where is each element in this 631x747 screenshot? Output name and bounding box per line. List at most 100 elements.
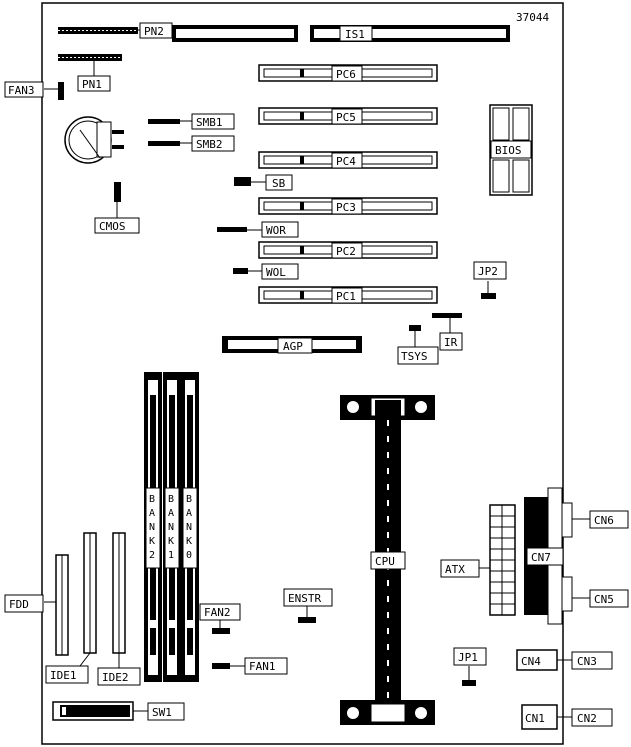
svg-text:PC5: PC5 [336, 111, 356, 124]
svg-text:B: B [168, 494, 174, 505]
label-pc2: PC2 [331, 242, 363, 259]
battery [64, 116, 124, 164]
svg-text:PC1: PC1 [336, 290, 356, 303]
label-pc6: PC6 [331, 65, 363, 82]
jp1-jumper [462, 680, 476, 686]
svg-text:CMOS: CMOS [99, 220, 126, 233]
svg-text:2: 2 [149, 550, 155, 561]
svg-text:N: N [186, 522, 192, 533]
label-cpu: CPU [370, 551, 406, 570]
memory-banks [144, 372, 199, 682]
fdd-connector [55, 554, 69, 656]
label-cn5: CN5 [589, 589, 629, 608]
svg-text:FAN2: FAN2 [204, 606, 231, 619]
svg-text:IDE1: IDE1 [50, 669, 77, 682]
label-is1: IS1 [339, 25, 373, 42]
label-cn6: CN6 [589, 510, 629, 529]
svg-text:1: 1 [168, 550, 174, 561]
svg-text:CN1: CN1 [525, 712, 545, 725]
svg-text:CN5: CN5 [594, 593, 614, 606]
label-cn1: CN1 [525, 712, 545, 725]
svg-text:IR: IR [444, 336, 458, 349]
label-cn4: CN4 [521, 655, 541, 668]
label-enstr: ENSTR [283, 588, 333, 607]
label-sw1: SW1 [147, 702, 185, 721]
label-smb2: SMB2 [191, 135, 235, 152]
svg-text:K: K [186, 536, 192, 547]
label-cn7: CN7 [526, 547, 564, 566]
svg-text:FAN3: FAN3 [8, 84, 35, 97]
enstr-header [298, 617, 316, 623]
label-jp2: JP2 [473, 261, 507, 280]
ir-header [432, 313, 462, 318]
figure-id: 37044 [516, 11, 549, 24]
svg-text:IDE2: IDE2 [102, 671, 129, 684]
label-fdd: FDD [4, 594, 44, 613]
wol-header [233, 268, 248, 274]
sb-jumper [234, 177, 251, 186]
svg-text:CPU: CPU [375, 555, 395, 568]
label-fan2: FAN2 [199, 603, 241, 621]
svg-text:CN2: CN2 [577, 712, 597, 725]
svg-text:N: N [168, 522, 174, 533]
svg-text:WOL: WOL [266, 266, 286, 279]
sw1-switch [52, 701, 134, 721]
svg-text:A: A [186, 508, 192, 519]
fan3-header [58, 82, 64, 100]
svg-text:K: K [149, 536, 155, 547]
atx-connector [489, 504, 516, 616]
label-wor: WOR [261, 221, 299, 238]
svg-text:SMB1: SMB1 [196, 116, 223, 129]
cmos-jumper [114, 182, 121, 202]
svg-text:WOR: WOR [266, 224, 286, 237]
svg-text:B: B [149, 494, 155, 505]
pn1-header [58, 54, 122, 61]
svg-text:A: A [149, 508, 155, 519]
svg-text:PC3: PC3 [336, 201, 356, 214]
svg-text:ATX: ATX [445, 563, 465, 576]
svg-text:PC6: PC6 [336, 68, 356, 81]
label-sb: SB [265, 174, 293, 191]
label-ir: IR [439, 332, 463, 351]
label-jp1: JP1 [453, 647, 487, 666]
label-ide2: IDE2 [97, 667, 141, 686]
tsys-connector [409, 325, 421, 331]
label-cmos: CMOS [94, 217, 140, 234]
label-pn1: PN1 [77, 75, 111, 92]
svg-text:K: K [168, 536, 174, 547]
label-agp: AGP [277, 337, 313, 354]
svg-text:JP2: JP2 [478, 265, 498, 278]
label-pn2: PN2 [139, 22, 173, 39]
label-fan1: FAN1 [244, 657, 288, 675]
jp2-jumper [481, 293, 496, 299]
svg-text:PC4: PC4 [336, 155, 356, 168]
label-cn3: CN3 [571, 651, 613, 670]
label-cn2: CN2 [571, 708, 613, 727]
label-fan3: FAN3 [4, 81, 44, 98]
ide1-connector [83, 532, 97, 654]
fan1-header [212, 663, 230, 669]
label-pc5: PC5 [331, 108, 363, 125]
smb1-header [148, 119, 180, 124]
svg-text:SW1: SW1 [152, 706, 172, 719]
wor-header [217, 227, 247, 232]
svg-text:CN7: CN7 [531, 551, 551, 564]
svg-text:A: A [168, 508, 174, 519]
svg-text:CN6: CN6 [594, 514, 614, 527]
label-bios: BIOS [490, 140, 532, 159]
svg-text:JP1: JP1 [458, 651, 478, 664]
svg-text:PN2: PN2 [144, 25, 164, 38]
svg-text:CN4: CN4 [521, 655, 541, 668]
svg-text:B: B [186, 494, 192, 505]
svg-text:TSYS: TSYS [401, 350, 428, 363]
svg-text:AGP: AGP [283, 340, 303, 353]
svg-text:FAN1: FAN1 [249, 660, 276, 673]
label-ide1: IDE1 [45, 665, 89, 684]
svg-text:PN1: PN1 [82, 78, 102, 91]
svg-text:N: N [149, 522, 155, 533]
label-pc3: PC3 [331, 198, 363, 215]
